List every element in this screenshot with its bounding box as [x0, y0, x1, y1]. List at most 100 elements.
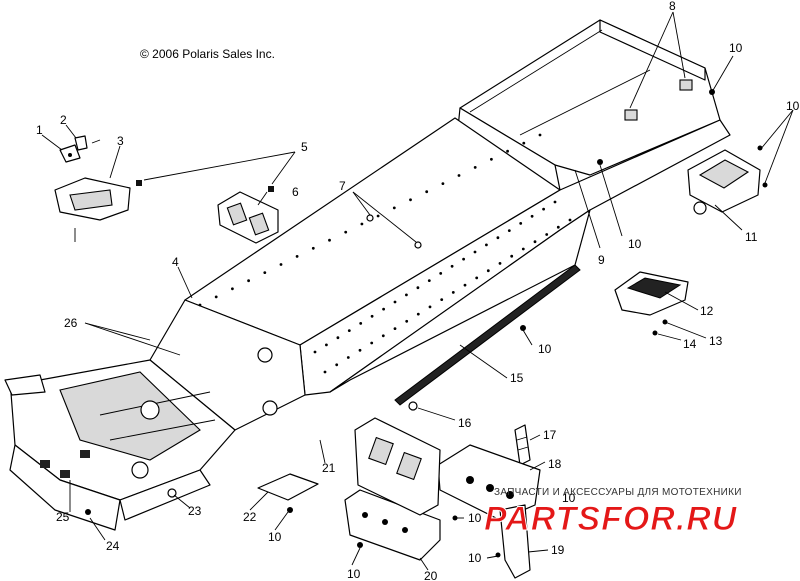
rivet [347, 329, 351, 332]
part-8-rack-brackets [624, 79, 693, 121]
callout-5: 5 [301, 140, 308, 154]
part-2-fastener [74, 135, 101, 151]
callout-10-d: 10 [538, 342, 552, 356]
callout-3: 3 [117, 134, 124, 148]
callout-24: 24 [106, 539, 120, 553]
callout-25: 25 [56, 510, 70, 524]
callout-10-f: 10 [468, 511, 482, 525]
rivet [393, 300, 397, 304]
rivet [405, 319, 409, 323]
callout-2: 2 [60, 113, 67, 127]
rivet [279, 263, 283, 266]
rivet [325, 343, 328, 347]
rivet-pattern [198, 133, 572, 374]
chassis-tunnel [4, 19, 731, 531]
part-6-vent [217, 191, 279, 244]
rivet [496, 236, 500, 240]
rivet [231, 287, 234, 291]
rivet [545, 233, 549, 236]
part-22-cover [257, 473, 319, 501]
rivet [425, 190, 429, 194]
part-heat-panel [354, 417, 441, 516]
part-3-bracket [54, 177, 131, 242]
rivet [416, 312, 420, 316]
callout-17: 17 [543, 428, 557, 442]
rivet [490, 157, 493, 161]
callout-15: 15 [510, 371, 524, 385]
part-5-bolts [136, 180, 274, 192]
rivet [392, 206, 396, 210]
rivet [450, 264, 454, 268]
watermark-brand: PARTSFOR.RU [484, 500, 738, 538]
rivet [473, 166, 477, 169]
rivet [439, 272, 443, 275]
watermark: ЗАПЧАСТИ И АКСЕССУАРЫ ДЛЯ МОТОТЕХНИКИ PA… [484, 487, 742, 539]
callout-10-i: 10 [268, 530, 282, 544]
rivet [556, 225, 560, 229]
rivet [323, 370, 327, 374]
rivet [440, 298, 444, 301]
rivet [376, 214, 380, 218]
rivet [416, 286, 420, 290]
callout-1: 1 [36, 123, 43, 137]
part-1-clip [59, 144, 81, 163]
rivet [457, 174, 461, 177]
callout-20: 20 [424, 569, 438, 581]
rivet [553, 200, 557, 204]
callout-23: 23 [188, 504, 202, 518]
rivet [533, 240, 537, 244]
rivet [473, 250, 477, 254]
rivet [313, 350, 317, 354]
rivet [344, 230, 348, 234]
part-17-strap [514, 424, 531, 466]
rivet [522, 141, 526, 145]
rivet [463, 283, 467, 287]
callout-21: 21 [322, 461, 336, 475]
copyright-text: © 2006 Polaris Sales Inc. [140, 47, 275, 61]
callout-10-g: 10 [468, 551, 482, 565]
rivet [568, 218, 572, 222]
watermark-tagline: ЗАПЧАСТИ И АКСЕССУАРЫ ДЛЯ МОТОТЕХНИКИ [494, 487, 742, 498]
callout-22: 22 [243, 510, 257, 524]
rivet [382, 307, 385, 311]
callout-13: 13 [709, 334, 723, 348]
callout-10-c: 10 [786, 99, 800, 113]
callout-16: 16 [458, 416, 472, 430]
rivet [428, 305, 432, 309]
part-18-bracket [437, 444, 541, 521]
rivet [311, 246, 315, 250]
rivet [507, 229, 511, 233]
rivet [198, 303, 202, 307]
rivet [542, 207, 545, 211]
callout-10-e: 10 [562, 491, 576, 505]
rivet [530, 214, 534, 218]
rivet [370, 314, 374, 318]
rivet [360, 222, 364, 226]
callout-10-a: 10 [729, 41, 743, 55]
rivet [328, 238, 331, 242]
rivet [451, 291, 455, 294]
callout-labels: 1 2 3 4 5 6 7 8 9 10 10 10 10 10 10 10 1… [36, 0, 800, 581]
leader-lines [41, 11, 794, 571]
rivet [486, 269, 490, 273]
rivet [295, 255, 299, 258]
callout-26: 26 [64, 316, 78, 330]
part-11-bracket [687, 149, 761, 215]
rivet [538, 133, 542, 137]
rivet [214, 295, 218, 299]
rivet [247, 279, 251, 283]
callout-9: 9 [598, 253, 605, 267]
rivet [462, 257, 465, 261]
callout-10-h: 10 [347, 567, 361, 581]
rivet [409, 198, 412, 202]
rivet [370, 341, 374, 345]
rivet [346, 356, 350, 359]
rivet [263, 271, 267, 274]
rivet [510, 254, 514, 258]
callout-14: 14 [683, 337, 697, 351]
part-12-step [614, 271, 689, 316]
part-20-plate [344, 489, 441, 561]
rivet [393, 327, 397, 330]
running-board-rail [394, 264, 581, 406]
